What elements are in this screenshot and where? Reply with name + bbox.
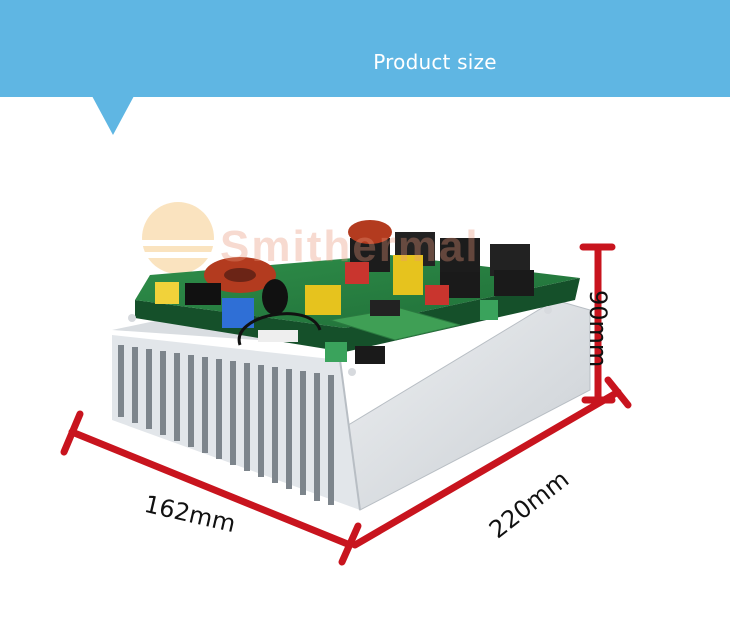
dimension-lines: [60, 243, 632, 566]
heatsink-fins: [118, 345, 334, 505]
watermark-text: Smithermal: [220, 222, 480, 271]
pcb-components: [128, 220, 552, 376]
height-dimension-label: 90mm: [584, 290, 612, 368]
banner-title: Product size: [373, 50, 497, 74]
header-banner: Product size: [0, 0, 730, 97]
watermark-logo: [140, 202, 220, 274]
banner-pointer: [92, 96, 134, 135]
